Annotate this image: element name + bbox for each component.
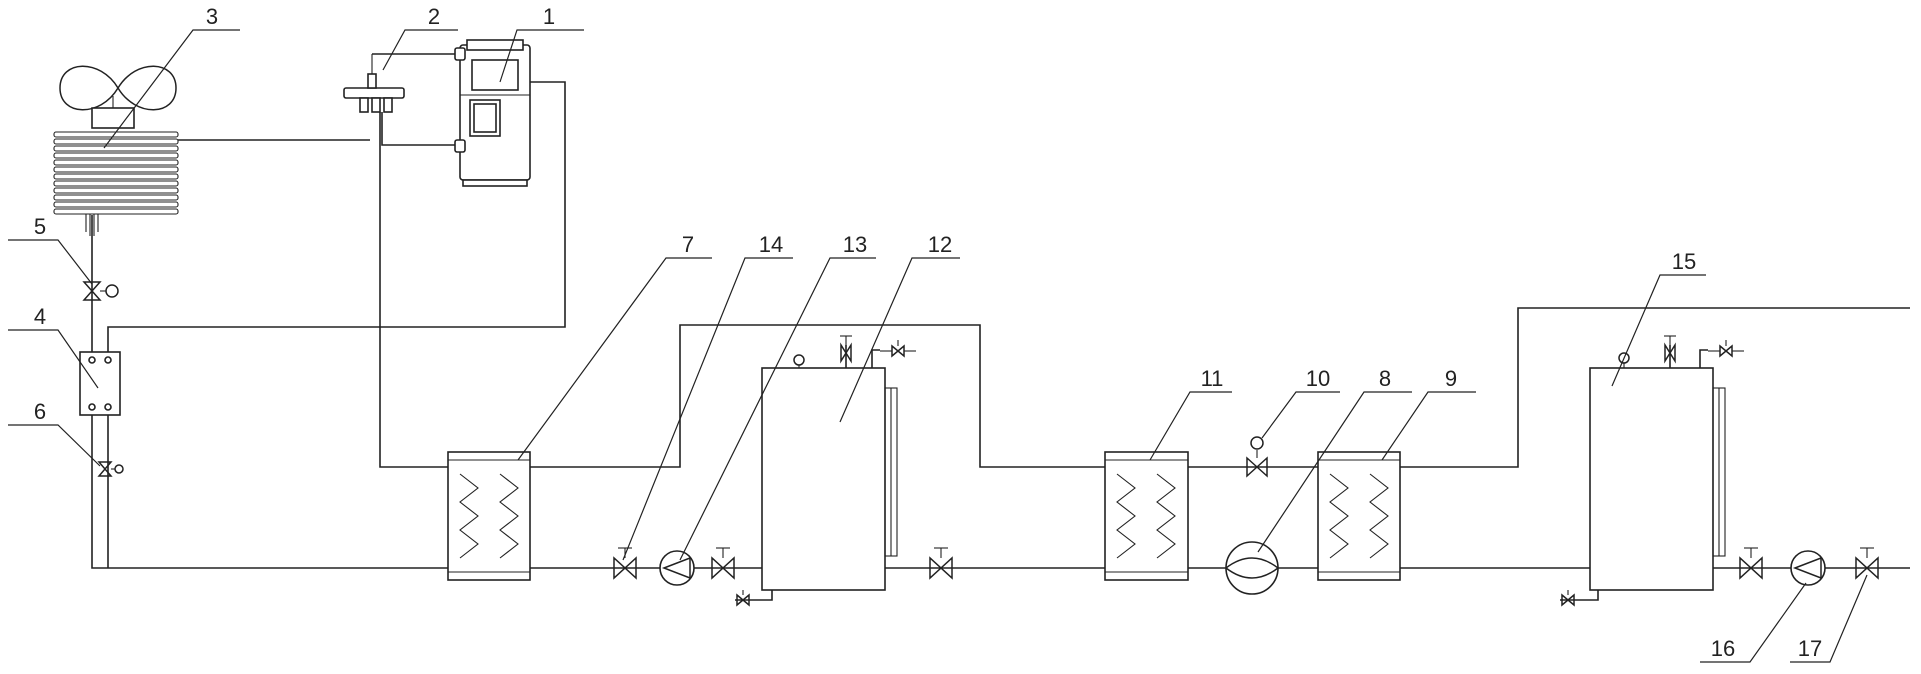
labels: 1 2 3 5 4 6 7 14 13 12 11 10 8 9 15 16 1… [34,4,1822,661]
label-3: 3 [206,4,218,29]
valve-10 [1246,436,1268,478]
storage-tank-15 [1589,352,1726,591]
label-1: 1 [543,4,555,29]
expansion-valve-2 [97,461,124,477]
valve-17 [1855,547,1879,580]
fan-condenser [53,65,179,236]
label-9: 9 [1445,366,1457,391]
heat-exchanger-11 [1104,451,1189,581]
heat-exchanger-7 [447,451,531,581]
label-2: 2 [428,4,440,29]
vent-valve-15 [1664,335,1744,364]
storage-tank-12 [761,354,898,591]
pump-13 [659,550,695,586]
pump-16 [1790,550,1826,586]
label-4: 4 [34,304,46,329]
flow-meter-8 [1225,541,1280,595]
label-5: 5 [34,214,46,239]
compressor [454,39,531,187]
plate-heat-exchanger [79,351,121,416]
label-13: 13 [843,232,867,257]
label-8: 8 [1379,366,1391,391]
drain-valve-15 [1561,590,1575,607]
label-17: 17 [1798,636,1822,661]
distributor [343,54,405,113]
label-15: 15 [1672,249,1696,274]
valve-after-pump-13 [711,547,735,580]
label-6: 6 [34,399,46,424]
label-7: 7 [682,232,694,257]
valve-after-tank-15 [1739,547,1763,580]
drain-valve-12 [736,590,750,607]
label-11: 11 [1201,366,1224,391]
leader-lines [8,29,1868,663]
valve-after-tank-12 [929,547,953,580]
heat-exchanger-9 [1317,451,1401,581]
condenser-coil [53,131,179,215]
label-16: 16 [1711,636,1735,661]
label-12: 12 [928,232,952,257]
valve-14 [613,547,637,580]
label-10: 10 [1306,366,1330,391]
vent-valve-12 [840,335,916,364]
label-14: 14 [759,232,783,257]
expansion-valve [82,281,119,301]
